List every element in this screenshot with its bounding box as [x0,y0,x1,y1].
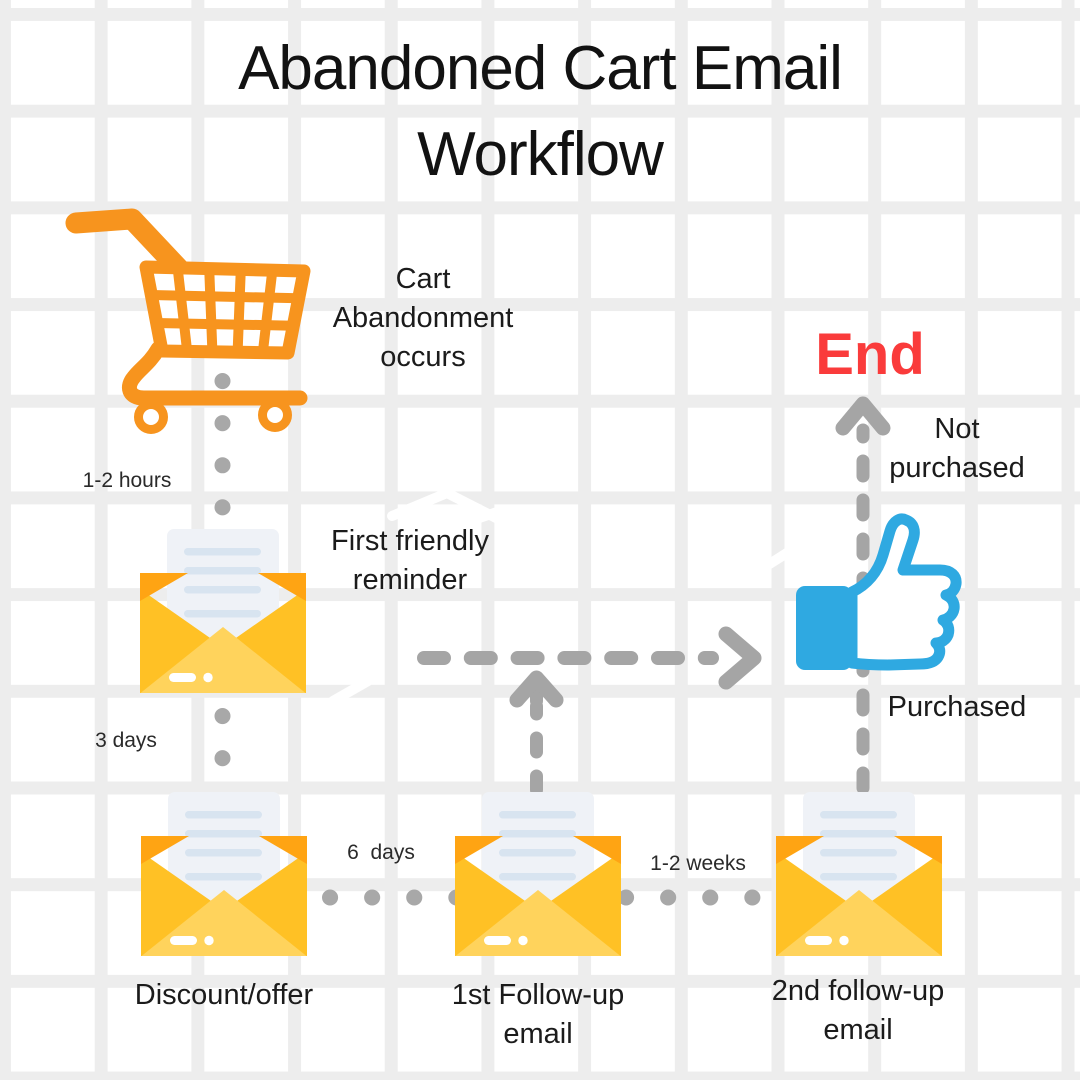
email-icon-followup2 [776,790,942,956]
edge-label-3-days: 3 days [95,729,157,752]
dashed-arrow-followup1-up [509,670,564,797]
email-icon [776,792,942,956]
dashed-arrow-followup2-to-end [835,396,891,795]
email-icon [140,529,306,693]
arrowhead-up-icon [509,670,564,708]
page-title: Abandoned Cart Email Workflow [238,34,843,189]
edge-label-6-days: 6 days [347,841,415,864]
edge-label-1-2-hours: 1-2 hours [82,469,172,492]
followup2-label: 2nd follow-up email [771,975,945,1046]
edge-label-1-2-weeks: 1-2 weeks [650,852,746,875]
chalk-marks [328,488,795,706]
email-icon [141,792,307,956]
shopping-cart-icon [65,208,311,434]
purchased-label: Purchased [887,691,1027,723]
not-purchased-label: Not purchased [889,413,1025,484]
arrowhead-up-icon [835,396,891,436]
email-icon [455,792,621,956]
cart-abandonment-label: Cart Abandonment occurs [332,263,514,373]
email-icon-discount-offer [141,790,307,956]
email-icon-first-reminder [140,527,306,693]
dashed-arrow-to-purchased [417,626,762,690]
arrowhead-right-icon [718,626,762,690]
thumbs-up-icon [796,513,962,671]
first-reminder-label: First friendly reminder [331,525,489,596]
end-label: End [815,322,925,387]
followup1-label: 1st Follow-up email [451,979,625,1050]
email-icon-followup1 [455,790,621,956]
discount-offer-label: Discount/offer [134,979,314,1011]
